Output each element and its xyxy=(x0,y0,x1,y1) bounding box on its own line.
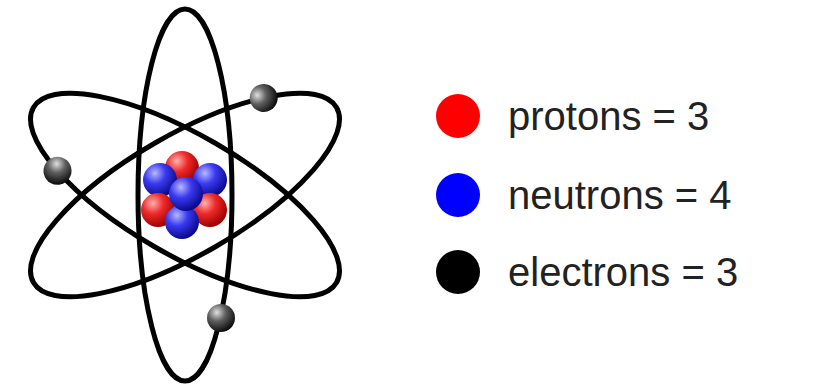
electron xyxy=(207,304,235,332)
legend-text: protons = 3 xyxy=(508,94,709,138)
legend-swatch-dot xyxy=(436,250,480,294)
neutron xyxy=(169,177,203,211)
orbit-lines xyxy=(3,9,366,381)
legend-swatch xyxy=(434,248,482,296)
legend-row: neutrons = 4 xyxy=(434,171,732,219)
legend-swatch xyxy=(434,92,482,140)
legend-text: neutrons = 4 xyxy=(508,173,732,217)
legend-row: protons = 3 xyxy=(434,92,709,140)
legend-text: electrons = 3 xyxy=(508,250,738,294)
orbit xyxy=(3,56,366,335)
electron xyxy=(245,79,283,117)
legend-swatch-dot xyxy=(436,173,480,217)
nucleus xyxy=(141,151,227,239)
legend-swatch xyxy=(434,171,482,219)
legend-row: electrons = 3 xyxy=(434,248,738,296)
orbit xyxy=(3,56,366,335)
electrons xyxy=(38,79,282,332)
legend-swatch-dot xyxy=(436,94,480,138)
electron xyxy=(38,152,76,190)
